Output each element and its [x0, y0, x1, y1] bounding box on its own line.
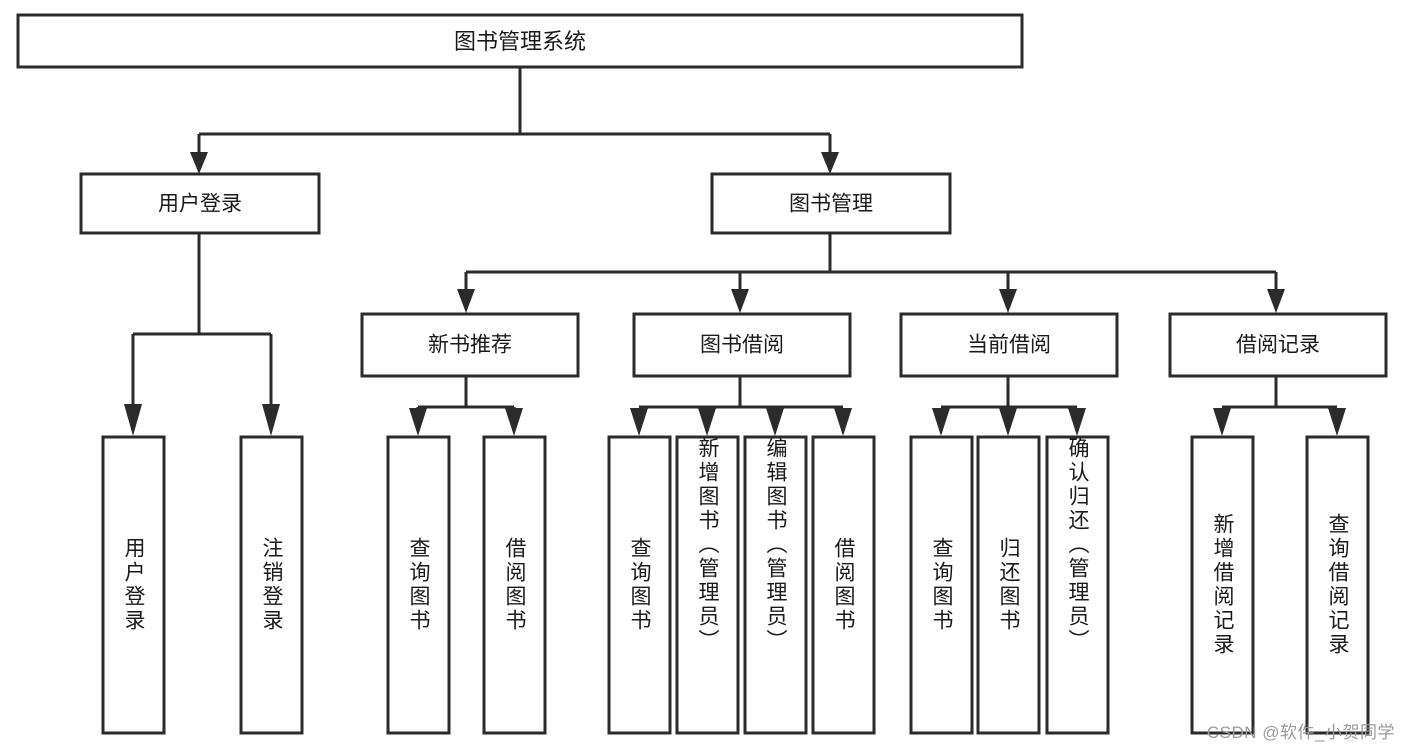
node-borrow-record[interactable]: 借阅记录 [1168, 312, 1388, 378]
arrow-bookmgmt-to-new-book [457, 289, 475, 313]
node-new-book-recommend[interactable]: 新书推荐 [360, 312, 580, 378]
arrow-bookborrow-leaf-4 [834, 408, 852, 436]
leaf-box-add-borrow-record[interactable] [1190, 435, 1255, 735]
node-root-label: 图书管理系统 [454, 29, 586, 54]
leaf-box-add-book-admin[interactable] [675, 435, 740, 735]
leaf-box-borrow-book[interactable] [811, 435, 876, 735]
node-book-borrow-box[interactable] [632, 312, 852, 378]
node-user-login[interactable]: 用户登录 [79, 172, 321, 235]
node-user-login-box[interactable] [79, 172, 321, 235]
leaf-box-query-book-borrow[interactable] [607, 435, 672, 735]
node-root-box[interactable] [16, 13, 1024, 69]
leaf-box-logout[interactable] [239, 435, 304, 735]
arrow-bookmgmt-to-borrow-record [1267, 289, 1285, 313]
leaf-box-query-book-recommend[interactable] [386, 435, 451, 735]
arrow-bookborrow-leaf-1 [630, 408, 648, 436]
node-current-borrow-label: 当前借阅 [967, 334, 1051, 357]
arrow-newbook-leaf-1 [409, 408, 427, 436]
node-new-book-recommend-box[interactable] [360, 312, 580, 378]
connector-group [124, 67, 1346, 436]
arrow-userlogin-leaf-1 [124, 404, 142, 436]
node-book-management[interactable]: 图书管理 [710, 172, 952, 235]
leaf-box-edit-book-admin[interactable] [743, 435, 808, 735]
node-borrow-record-box[interactable] [1168, 312, 1388, 378]
node-book-borrow-label: 图书借阅 [700, 334, 784, 357]
arrow-currentborrow-leaf-2 [999, 408, 1017, 436]
node-new-book-recommend-label: 新书推荐 [428, 334, 512, 357]
leaf-box-return-book[interactable] [976, 435, 1041, 735]
leaf-box-query-borrow-record[interactable] [1305, 435, 1370, 735]
leaf-box-confirm-return-admin[interactable] [1045, 435, 1110, 735]
node-root[interactable]: 图书管理系统 [16, 13, 1024, 69]
leaf-box-user-login[interactable] [101, 435, 166, 735]
arrow-borrowrecord-leaf-2 [1328, 408, 1346, 436]
node-borrow-record-label: 借阅记录 [1236, 334, 1320, 357]
leaf-box-query-book-current[interactable] [909, 435, 974, 735]
node-book-management-label: 图书管理 [789, 193, 873, 216]
arrow-bookborrow-leaf-2 [698, 408, 716, 436]
node-current-borrow-box[interactable] [899, 312, 1119, 378]
arrow-root-to-user-login [190, 152, 208, 174]
leaf-box-borrow-book-recommend[interactable] [482, 435, 547, 735]
node-current-borrow[interactable]: 当前借阅 [899, 312, 1119, 378]
arrow-bookmgmt-to-current-borrow [999, 289, 1017, 313]
arrow-userlogin-leaf-2 [262, 404, 280, 436]
node-book-borrow[interactable]: 图书借阅 [632, 312, 852, 378]
arrow-root-to-book-mgmt [821, 152, 839, 174]
node-user-login-label: 用户登录 [158, 193, 242, 216]
arrow-newbook-leaf-2 [505, 408, 523, 436]
node-book-management-box[interactable] [710, 172, 952, 235]
arrow-currentborrow-leaf-1 [932, 408, 950, 436]
arrow-borrowrecord-leaf-1 [1213, 408, 1231, 436]
leaf-box-group [101, 435, 1370, 735]
arrow-bookborrow-leaf-3 [766, 408, 784, 436]
watermark-text: CSDN @软件_小贺同学 [1206, 723, 1395, 742]
arrow-bookmgmt-to-book-borrow [731, 289, 749, 313]
arrow-currentborrow-leaf-3 [1068, 408, 1086, 436]
